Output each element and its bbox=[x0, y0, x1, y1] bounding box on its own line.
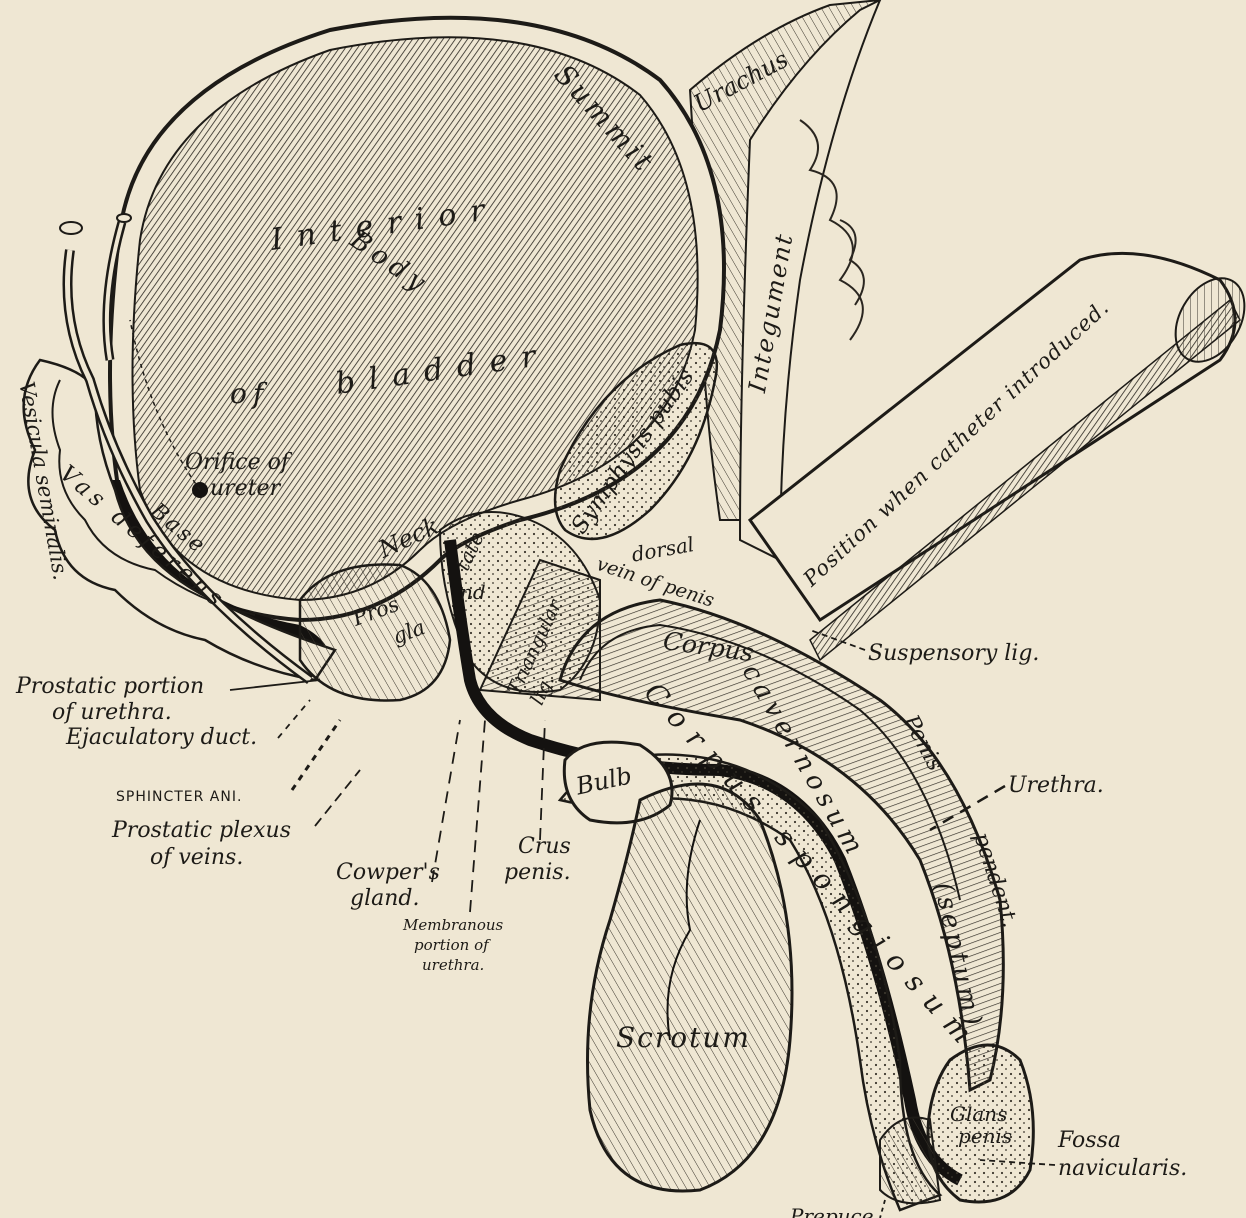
label-crus-penis: penis. bbox=[504, 860, 571, 885]
leader-lines bbox=[229, 629, 1056, 1218]
glans-shape bbox=[926, 1043, 1035, 1204]
symphysis-pubis-shape bbox=[553, 342, 718, 541]
label-glans-penis: penis bbox=[958, 1124, 1013, 1148]
label-gland: gland. bbox=[350, 886, 420, 911]
label-prepuce: Prepuce. bbox=[790, 1204, 880, 1218]
prostate-gland-shape bbox=[298, 563, 452, 702]
label-scrotum: Scrotum bbox=[616, 1021, 751, 1054]
label-suspensory-lig: Suspensory lig. bbox=[868, 641, 1040, 666]
label-glans: Glans bbox=[950, 1102, 1008, 1126]
label-nd: nd bbox=[460, 580, 486, 604]
scrotum-shape bbox=[586, 782, 794, 1193]
label-of-urethra: of urethra. bbox=[52, 700, 172, 725]
label-portion-of: portion of bbox=[414, 936, 489, 954]
label-navicularis: navicularis. bbox=[1058, 1156, 1188, 1181]
label-ejaculatory-duct: Ejaculatory duct. bbox=[66, 725, 258, 750]
label-cowpers: Cowper's bbox=[336, 860, 440, 885]
label-fossa: Fossa bbox=[1058, 1128, 1122, 1153]
label-membranous: Membranous bbox=[403, 916, 504, 934]
integument-band bbox=[738, 0, 882, 562]
label-orifice-of: Orifice of bbox=[185, 450, 289, 475]
label-prostatic-portion: Prostatic portion bbox=[16, 674, 205, 699]
label-urethra: Urethra. bbox=[1008, 773, 1104, 798]
corpus-cavernosum-shape bbox=[558, 598, 1005, 1093]
label-sphincter-ani: SPHINCTER ANI. bbox=[116, 789, 243, 805]
label-ureter: ureter bbox=[210, 476, 281, 501]
label-of: of bbox=[230, 377, 270, 410]
label-crus: Crus bbox=[518, 834, 571, 859]
label-urethra-small: urethra. bbox=[422, 956, 485, 974]
label-of-veins: of veins. bbox=[150, 845, 244, 870]
label-prostatic-plexus: Prostatic plexus bbox=[112, 818, 292, 843]
hair bbox=[799, 119, 864, 341]
